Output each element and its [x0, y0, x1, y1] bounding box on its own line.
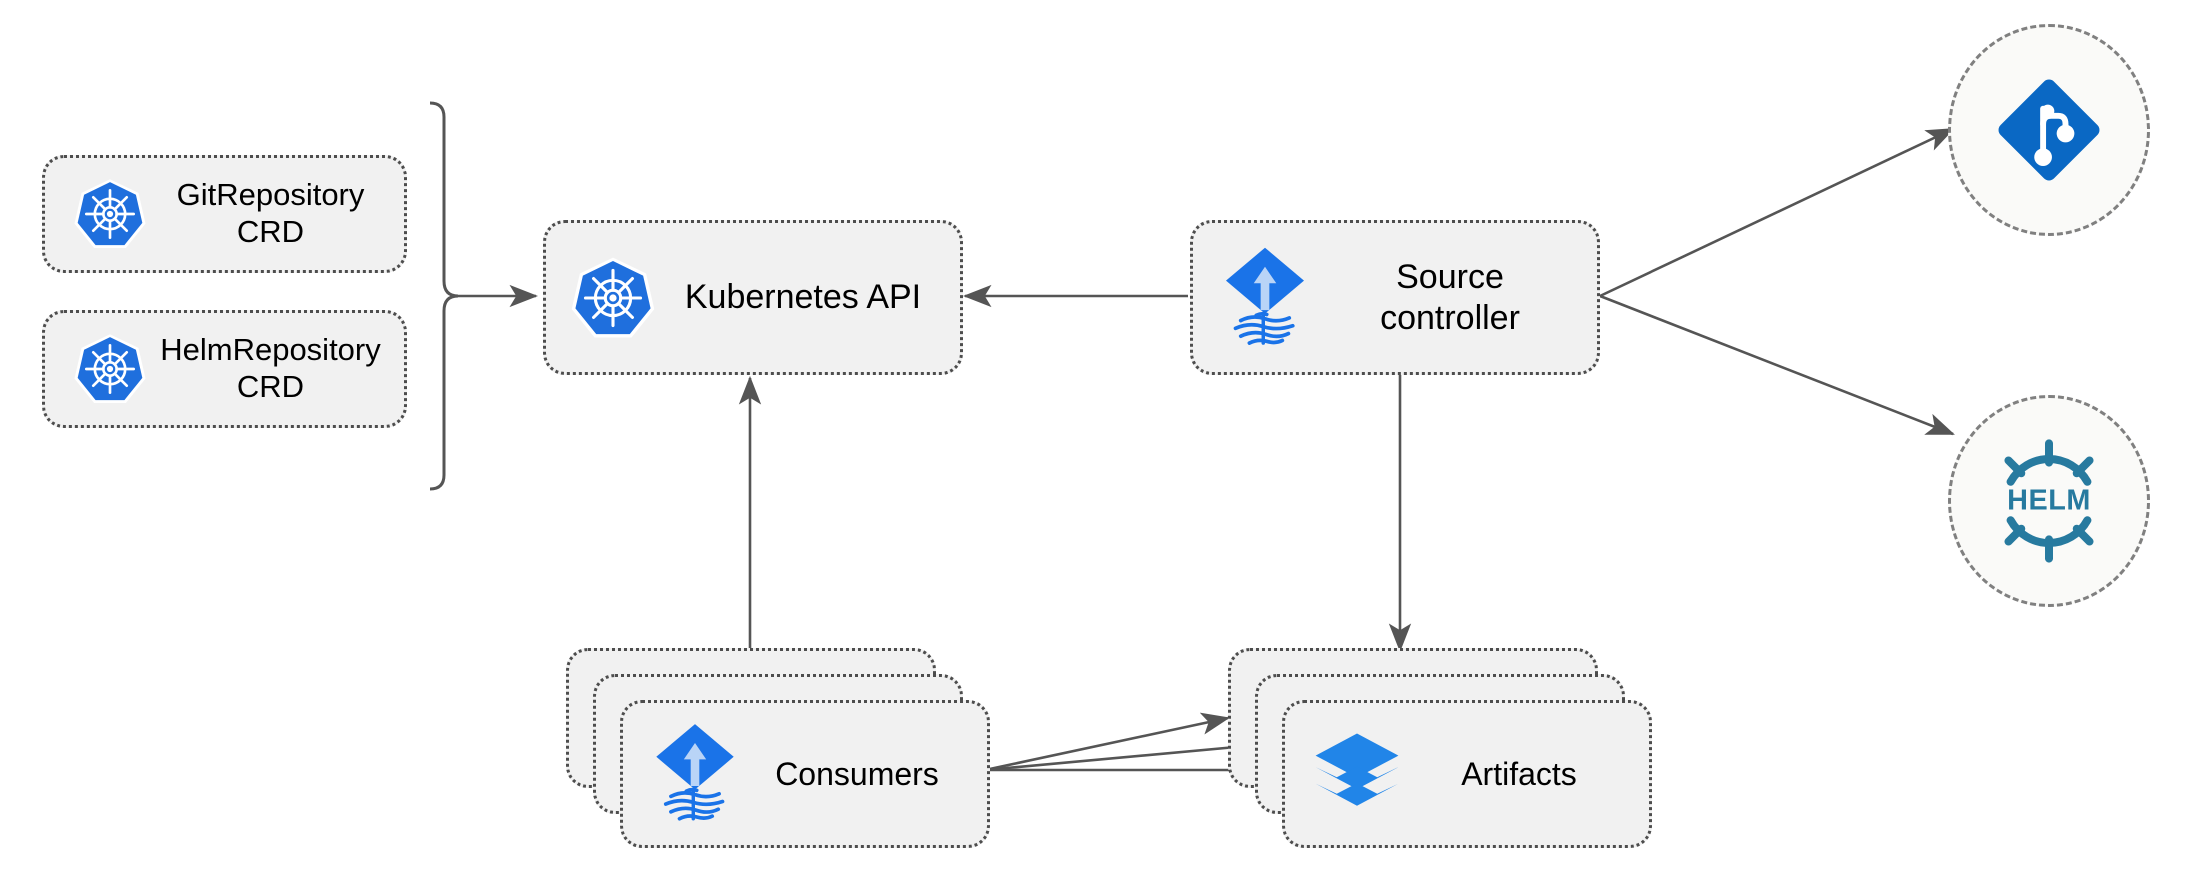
node-artifacts-stack[interactable]: Artifacts — [1228, 648, 1658, 848]
node-gitrepository-crd[interactable]: GitRepository CRD — [42, 155, 407, 273]
node-label: Consumers — [775, 755, 939, 792]
node-label: Artifacts — [1461, 755, 1577, 792]
endpoint-git[interactable] — [1948, 24, 2150, 236]
node-source-controller[interactable]: Source controller — [1190, 220, 1600, 375]
edge-source-to-git — [1599, 127, 1955, 298]
edge-consumers-to-artifacts-2 — [984, 736, 1261, 772]
kubernetes-icon — [570, 255, 656, 341]
edge-consumers-to-artifacts-1 — [984, 712, 1231, 772]
git-icon — [1990, 71, 2108, 189]
node-label: HelmRepository CRD — [160, 332, 381, 404]
node-label: Source controller — [1380, 258, 1520, 337]
flux-source-controller-icon — [1217, 243, 1313, 353]
endpoint-helm[interactable] — [1948, 395, 2150, 607]
crd-group-bracket — [429, 101, 459, 491]
node-kubernetes-api[interactable]: Kubernetes API — [543, 220, 963, 375]
flux-source-controller-icon — [649, 728, 741, 820]
layers-stack-icon — [1311, 728, 1403, 820]
node-helmrepository-crd[interactable]: HelmRepository CRD — [42, 310, 407, 428]
stack-sheet-front[interactable]: Consumers — [620, 700, 990, 848]
node-consumers-stack[interactable]: Consumers — [566, 648, 996, 848]
helm-icon — [1985, 437, 2113, 565]
kubernetes-icon — [73, 177, 147, 251]
node-label: GitRepository CRD — [176, 177, 365, 249]
kubernetes-icon — [73, 332, 147, 406]
node-label: Kubernetes API — [684, 278, 922, 317]
stack-sheet-front[interactable]: Artifacts — [1282, 700, 1652, 848]
edge-source-to-helm — [1599, 294, 1955, 436]
